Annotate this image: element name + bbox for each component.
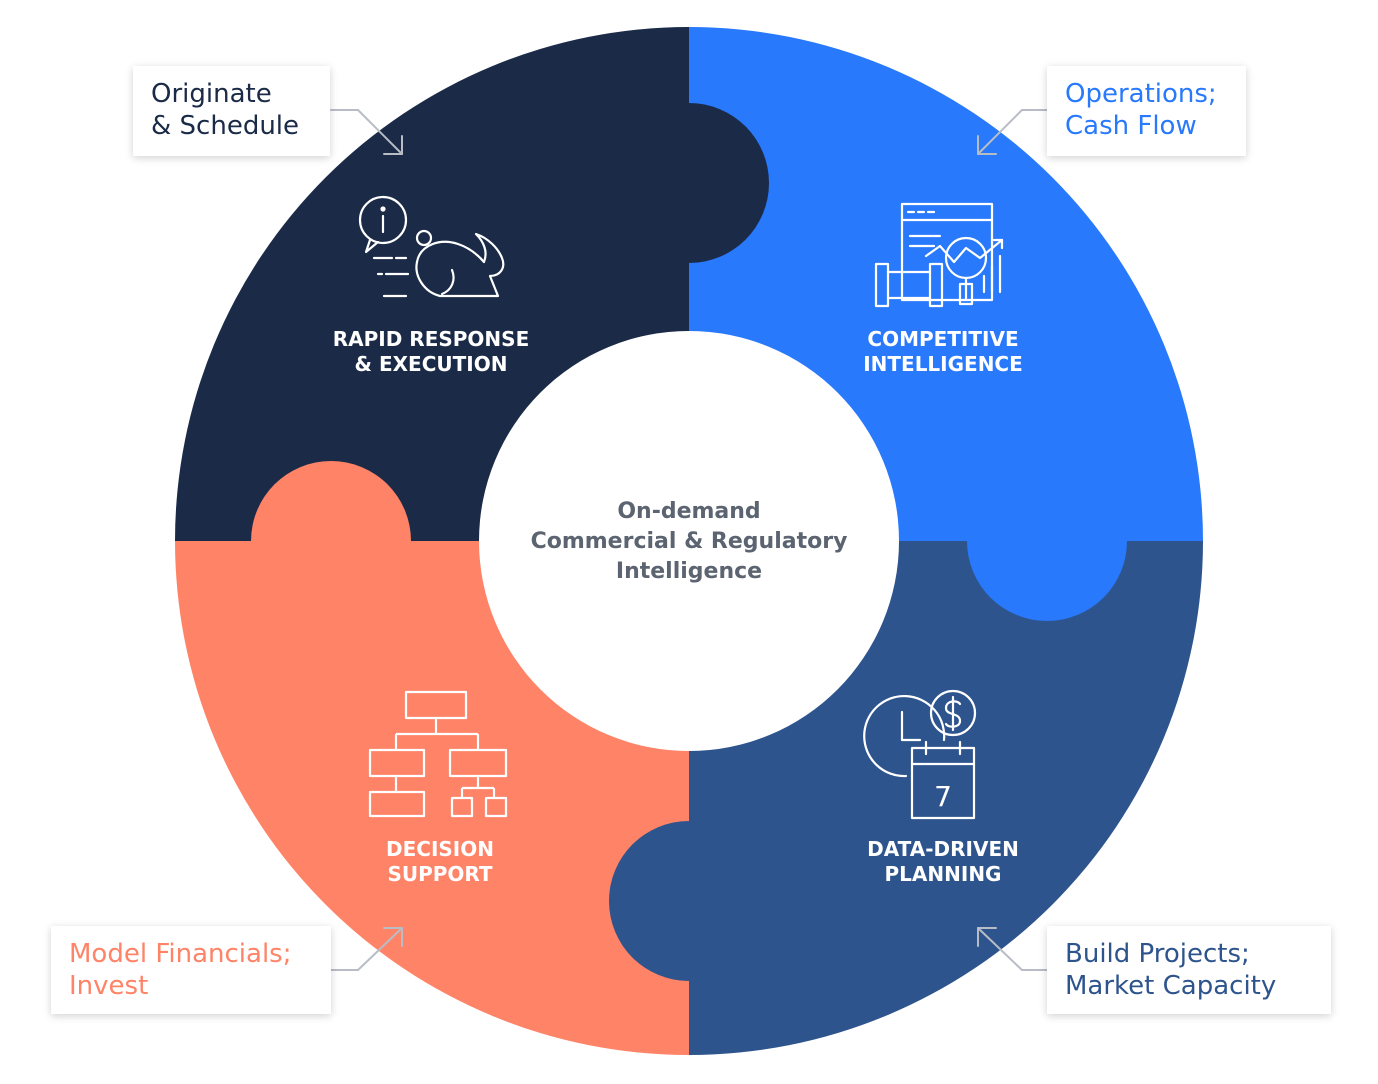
callout-line: Originate <box>151 79 272 109</box>
arrow-icon <box>330 109 403 155</box>
tab-rapid <box>609 103 769 263</box>
callout-originate-schedule: Originate& Schedule <box>133 66 330 156</box>
text-line: & EXECUTION <box>355 352 508 376</box>
flowchart-icon <box>368 690 508 818</box>
text-line: COMPETITIVE <box>867 327 1018 351</box>
text-line: DECISION <box>386 837 494 861</box>
clock-calendar-dollar-icon <box>863 689 977 820</box>
arrow-icon <box>977 927 1048 971</box>
segment-title-rapid: RAPID RESPONSE& EXECUTION <box>333 327 529 376</box>
arrow-icon <box>977 109 1048 155</box>
text-line: On-demand <box>617 499 760 524</box>
arrow-icon <box>330 927 403 971</box>
calendar-day: 7 <box>934 780 952 813</box>
pipeline-analytics-icon <box>874 202 1004 308</box>
text-line: Commercial & Regulatory <box>531 529 848 554</box>
tab-competitive <box>967 461 1127 621</box>
tab-decision <box>251 461 411 621</box>
text-line: SUPPORT <box>387 862 492 886</box>
callout-line: & Schedule <box>151 111 300 141</box>
text-line: RAPID RESPONSE <box>333 327 529 351</box>
callout-build-projects-market-capacity: Build Projects;Market Capacity <box>1047 926 1331 1014</box>
callout-line: Model Financials; <box>69 939 292 969</box>
callout-line: Operations; <box>1065 79 1217 109</box>
callout-line: Cash Flow <box>1065 111 1197 141</box>
text-line: INTELLIGENCE <box>863 352 1023 376</box>
callout-line: Market Capacity <box>1065 971 1277 1001</box>
callout-model-financials-invest: Model Financials;Invest <box>51 926 331 1014</box>
rabbit-speed-info-icon <box>358 195 505 298</box>
text-line: PLANNING <box>885 862 1002 886</box>
callout-line: Build Projects; <box>1065 939 1250 969</box>
callout-operations-cash-flow: Operations;Cash Flow <box>1047 66 1246 156</box>
tab-planning <box>609 821 769 981</box>
text-line: Intelligence <box>616 559 762 584</box>
text-line: DATA-DRIVEN <box>867 837 1019 861</box>
callout-line: Invest <box>69 971 149 1001</box>
center-hub <box>479 331 899 751</box>
